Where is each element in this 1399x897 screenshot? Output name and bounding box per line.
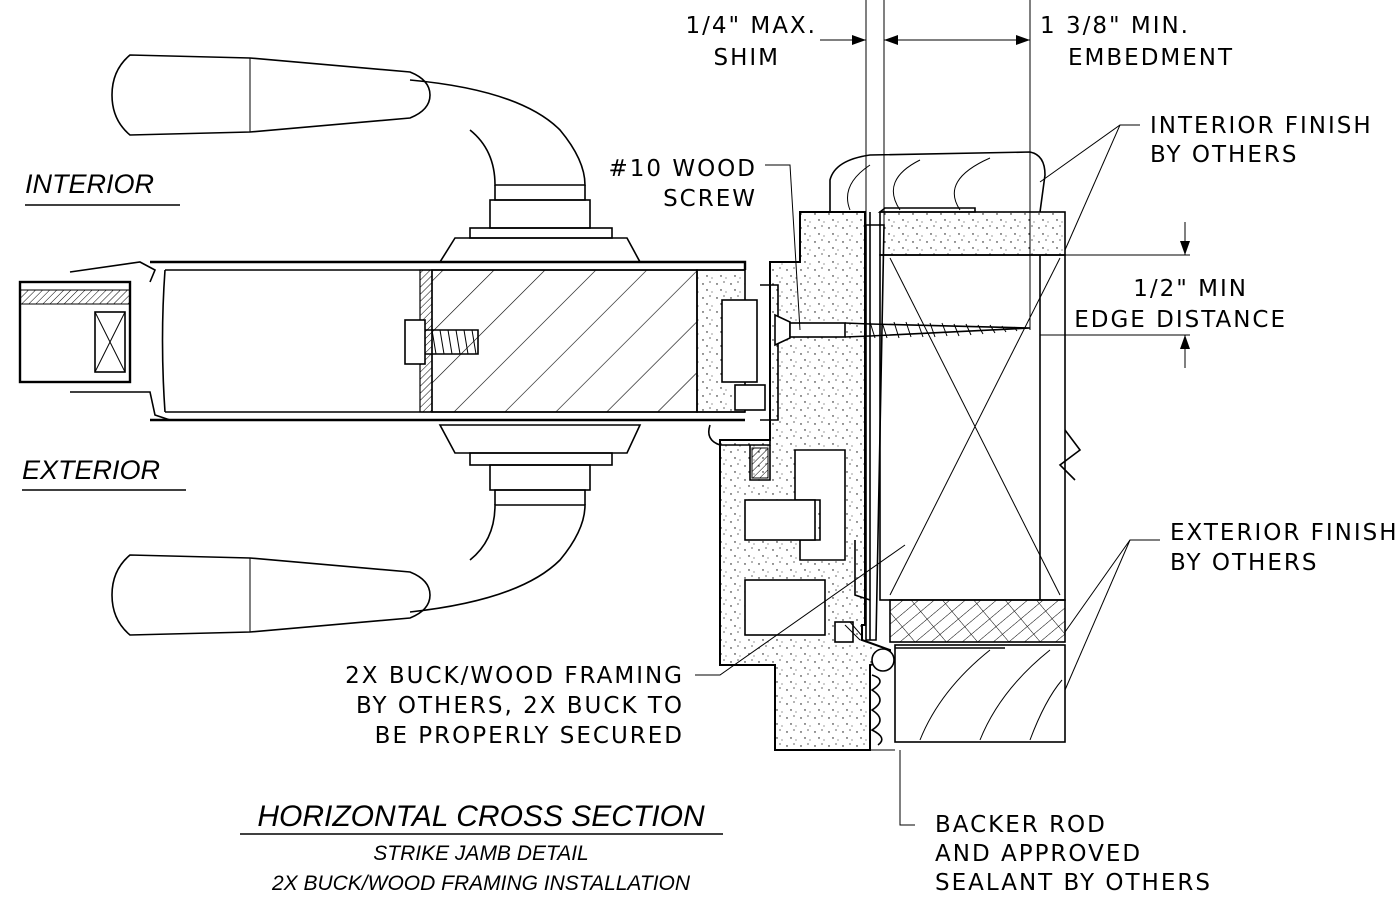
drawing-subtitle-1: STRIKE JAMB DETAIL	[373, 842, 589, 865]
backer-rod-sealant	[870, 648, 895, 751]
interior-label: INTERIOR	[25, 169, 154, 199]
embedment-callout-line2: EMBEDMENT	[1068, 45, 1234, 71]
shim-callout-line1: 1/4" MAX.	[685, 13, 817, 39]
exterior-label: EXTERIOR	[22, 455, 160, 485]
exterior-finish	[889, 599, 1066, 743]
framing-callout-line3: BE PROPERLY SECURED	[375, 723, 684, 749]
edge-distance-callout-line2: EDGE DISTANCE	[1074, 307, 1287, 333]
interior-lever-handle	[111, 54, 642, 263]
framing-callout-line1: 2X BUCK/WOOD FRAMING	[345, 663, 684, 689]
shim	[865, 224, 885, 641]
interior-finish-callout-line2: BY OTHERS	[1150, 142, 1298, 168]
backer-rod-callout-line3: SEALANT BY OTHERS	[935, 870, 1212, 896]
exterior-finish-callout-line1: EXTERIOR FINISH	[1170, 520, 1399, 546]
backer-rod-callout-line2: AND APPROVED	[935, 841, 1142, 867]
interior-finish	[829, 151, 1066, 256]
exterior-finish-callout-line2: BY OTHERS	[1170, 550, 1318, 576]
screw-callout-line1: #10 WOOD	[608, 156, 757, 182]
door-leaf	[18, 260, 766, 422]
framing-callout-line2: BY OTHERS, 2X BUCK TO	[356, 693, 684, 719]
screw-callout-line2: SCREW	[663, 186, 757, 212]
shim-callout-line2: SHIM	[713, 45, 780, 71]
embedment-callout-line1: 1 3/8" MIN.	[1040, 13, 1190, 39]
exterior-lever-handle	[111, 424, 642, 636]
backer-rod-callout-line1: BACKER ROD	[935, 812, 1107, 838]
drawing-title: HORIZONTAL CROSS SECTION	[257, 800, 705, 833]
interior-finish-callout-line1: INTERIOR FINISH	[1150, 113, 1373, 139]
dimension-lines	[820, 0, 1190, 368]
leader-lines	[695, 124, 1160, 826]
edge-distance-callout-line1: 1/2" MIN	[1133, 276, 1248, 302]
wood-buck-framing	[879, 254, 1082, 601]
drawing-subtitle-2: 2X BUCK/WOOD FRAMING INSTALLATION	[271, 872, 691, 895]
